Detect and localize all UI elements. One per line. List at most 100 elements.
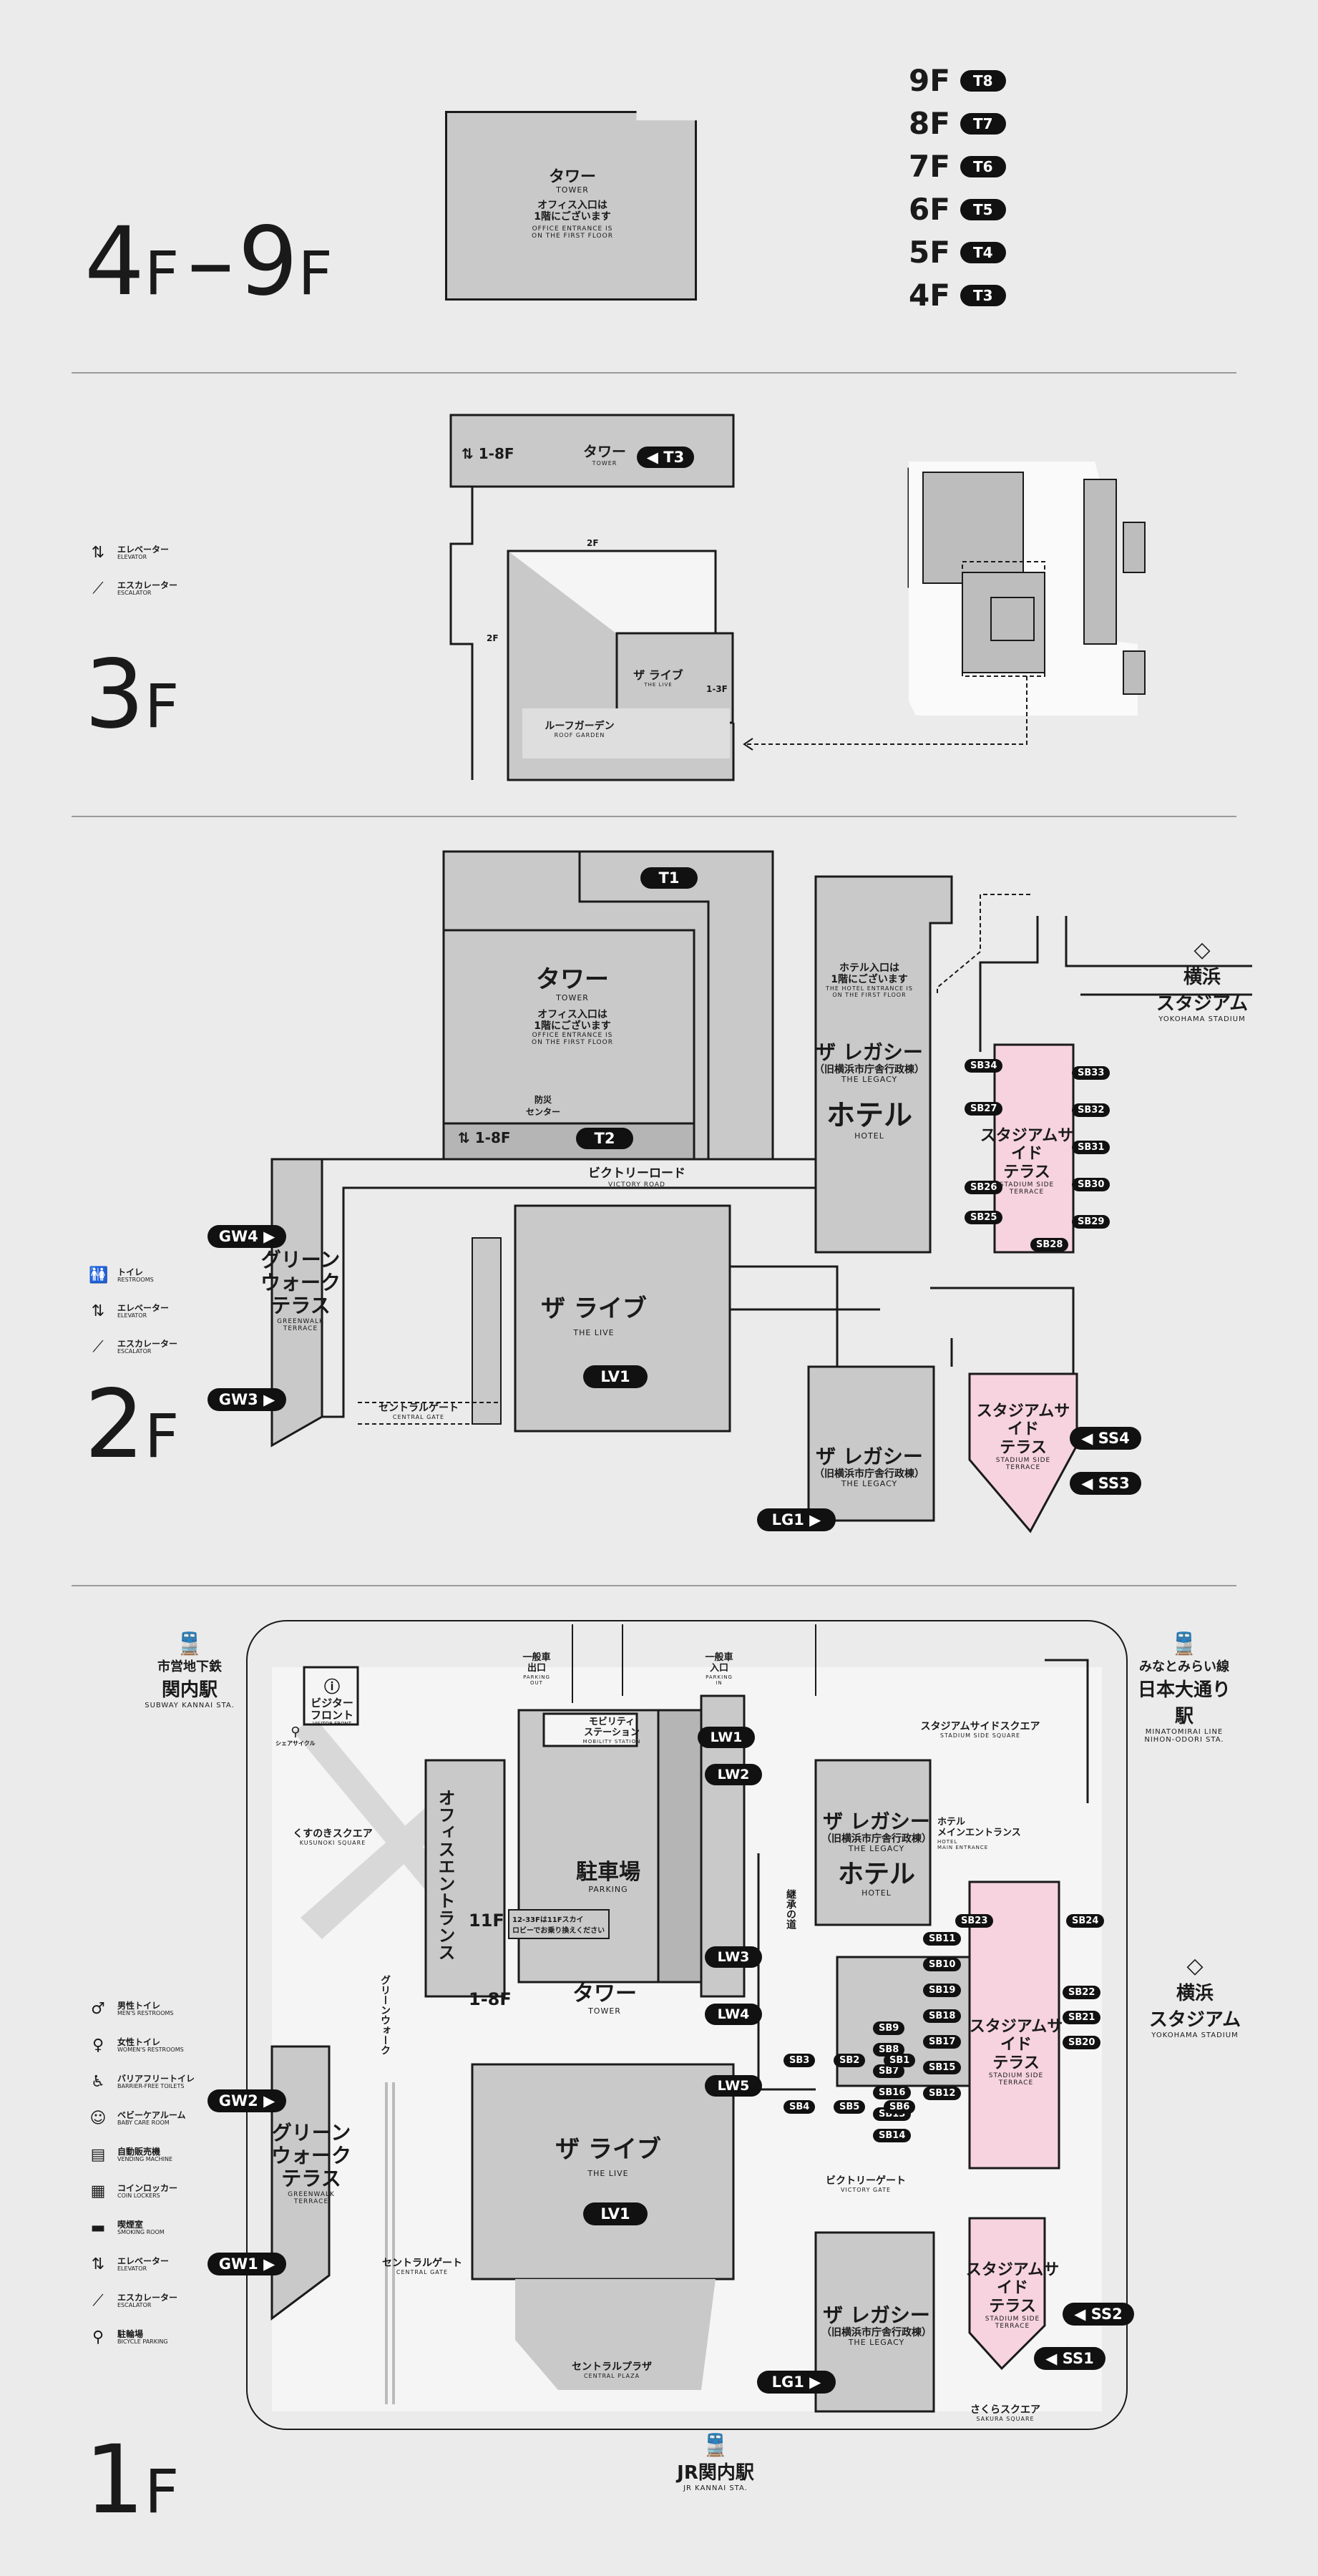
sb-tag[interactable]: SB32 <box>1072 1103 1110 1117</box>
level-tag[interactable]: T8 <box>960 69 1006 92</box>
f2-victory-en: VICTORY ROAD <box>608 1181 665 1189</box>
lw-tag[interactable]: LW1 <box>698 1727 755 1748</box>
visitor-front[interactable]: ⓘ ビジター フロント VISITOR FRONT <box>306 1674 358 1727</box>
f2-t1-text: T1 <box>658 869 680 887</box>
f2-gw3-tag[interactable]: GW3 ▶ <box>208 1388 286 1411</box>
f2-ss4-tag[interactable]: ◀ SS4 <box>1070 1427 1141 1450</box>
sb-tag[interactable]: SB28 <box>1030 1238 1069 1252</box>
sb-tag[interactable]: SB3 <box>784 2054 816 2067</box>
sb-tag[interactable]: SB8 <box>873 2043 905 2057</box>
f3-roof-jp: ルーフガーデン <box>545 721 615 732</box>
f3-t3-tag[interactable]: ◀ T3 <box>637 447 694 468</box>
f1-lv1-tag[interactable]: LV1 <box>583 2202 648 2225</box>
lw-tag[interactable]: LW4 <box>705 2004 762 2025</box>
sb-tag[interactable]: SB29 <box>1072 1215 1110 1229</box>
visitor-en: VISITOR FRONT <box>312 1721 352 1727</box>
f1-ss2-tag[interactable]: ◀ SS2 <box>1063 2303 1134 2326</box>
legacy-walk: 継承の道 <box>784 1889 798 1929</box>
sb-tag[interactable]: SB11 <box>923 1932 962 1946</box>
sb-tag[interactable]: SB17 <box>923 2035 962 2049</box>
sb-tag[interactable]: SB22 <box>1063 1986 1101 1999</box>
f1-ss1-tag[interactable]: ◀ SS1 <box>1034 2347 1105 2370</box>
escalator-icon: ⟋ <box>92 2292 104 2310</box>
f2-stadium-en: STADIUM SIDE TERRACE <box>999 1181 1055 1196</box>
level-floor: 9F <box>909 63 950 98</box>
f3-esc-2f: 2F <box>487 633 499 643</box>
sb-tag[interactable]: SB16 <box>873 2086 912 2099</box>
f2-gw3-text: GW3 <box>218 1391 258 1408</box>
sb-tag[interactable]: SB7 <box>873 2064 905 2078</box>
sb-tag[interactable]: SB34 <box>965 1059 1003 1073</box>
sb-tag[interactable]: SB21 <box>1063 2011 1101 2024</box>
f2-tower-label: タワー TOWER オフィス入口は 1階にございます OFFICE ENTRAN… <box>494 965 651 1047</box>
sb-tag[interactable]: SB5 <box>834 2100 866 2114</box>
f2-tower-jp: タワー <box>536 965 609 994</box>
level-tag[interactable]: T4 <box>960 241 1006 263</box>
sky-note-text: 12-33Fは11Fスカイ ロビーでお乗り換えください <box>512 1916 605 1935</box>
legend-jp: エスカレーター <box>117 2293 178 2303</box>
sb-tag[interactable]: SB12 <box>923 2087 962 2100</box>
sb-tag[interactable]: SB18 <box>923 2009 962 2023</box>
sb-tag[interactable]: SB2 <box>834 2054 866 2067</box>
f1-gw2-tag[interactable]: GW2 ▶ <box>208 2089 286 2112</box>
level-tag[interactable]: T5 <box>960 198 1006 220</box>
f1-lg1-tag[interactable]: LG1 ▶ <box>757 2371 836 2394</box>
level-tag[interactable]: T3 <box>960 284 1006 306</box>
f3-tower-en: TOWER <box>592 460 617 467</box>
sb-tag[interactable]: SB4 <box>784 2100 816 2114</box>
central-plaza-jp: セントラルプラザ <box>572 2361 652 2373</box>
sb-tag[interactable]: SB9 <box>873 2021 905 2035</box>
lw-tag[interactable]: LW5 <box>705 2075 762 2097</box>
sb-tag[interactable]: SB20 <box>1063 2036 1101 2049</box>
divider-2 <box>72 816 1236 817</box>
office-entrance-label: オフィスエントランス <box>433 1789 458 1961</box>
f2-t1-tag[interactable]: T1 <box>640 867 698 889</box>
sb-tag[interactable]: SB24 <box>1066 1914 1105 1928</box>
f2-ss4-text: SS4 <box>1098 1430 1130 1447</box>
sb-tag[interactable]: SB31 <box>1072 1141 1110 1154</box>
jr-jp: JR関内駅 <box>677 2462 754 2484</box>
f1-hotel-jp: ホテル <box>837 1859 915 1889</box>
sb-tag[interactable]: SB6 <box>884 2100 916 2114</box>
level-tag[interactable]: T7 <box>960 112 1006 135</box>
f2-lv1-tag[interactable]: LV1 <box>583 1365 648 1388</box>
f3-stair-text: 2F <box>587 538 599 548</box>
f2-ss3-tag[interactable]: ◀ SS3 <box>1070 1472 1141 1495</box>
f2-lg1-tag[interactable]: LG1 ▶ <box>757 1508 836 1531</box>
tower-upper-block[interactable] <box>445 111 697 301</box>
f1-stadium-jp-2: スタジアムサイド テラス <box>965 2261 1060 2316</box>
f1-gw1-tag[interactable]: GW1 ▶ <box>208 2253 286 2275</box>
f2-stadium-terrace-upper: スタジアムサイド テラス STADIUM SIDE TERRACE <box>977 1127 1077 1196</box>
sb-tag[interactable]: SB10 <box>923 1958 962 1971</box>
lw-tag[interactable]: LW2 <box>705 1764 762 1785</box>
stadium-icon: ◇ <box>1193 937 1211 962</box>
sb-tag[interactable]: SB33 <box>1072 1066 1110 1080</box>
f1-legacy-hotel: ザ レガシー （旧横浜市庁舎行政棟） THE LEGACY ホテル HOTEL <box>816 1810 937 1898</box>
sb-tag[interactable]: SB14 <box>873 2129 912 2142</box>
sb-tag[interactable]: SB1 <box>884 2054 916 2067</box>
sb-tag[interactable]: SB27 <box>965 1102 1003 1116</box>
sb-tag[interactable]: SB19 <box>923 1984 962 1997</box>
sb-tag[interactable]: SB30 <box>1072 1178 1110 1191</box>
level-tag[interactable]: T6 <box>960 155 1006 177</box>
hotel-main-jp: ホテル メインエントランス <box>937 1817 1021 1838</box>
f2-gw4-tag[interactable]: GW4 ▶ <box>208 1225 286 1248</box>
sb-tag[interactable]: SB26 <box>965 1181 1003 1194</box>
f2-victory-jp: ビクトリーロード <box>588 1166 685 1181</box>
f2-legacy-lower-en: THE LEGACY <box>841 1479 898 1489</box>
sb-tag[interactable]: SB15 <box>923 2061 962 2074</box>
sb-tag[interactable]: SB23 <box>955 1914 994 1928</box>
legend-jp: エレベーター <box>117 545 170 555</box>
f1-ss1-text: SS1 <box>1062 2350 1094 2367</box>
greenwalk-jp: グリーンウォーク <box>379 1975 391 2055</box>
lw-tag[interactable]: LW3 <box>705 1946 762 1968</box>
f2-t2-tag[interactable]: T2 <box>576 1128 633 1149</box>
f1-live-label: ザ ライブ THE LIVE <box>544 2135 673 2179</box>
f1-greenwalk-terrace: グリーン ウォーク テラス GREENWALK TERRACE <box>268 2121 354 2205</box>
sb-tag[interactable]: SB25 <box>965 1211 1003 1224</box>
parking-label: 駐車場 PARKING <box>558 1860 658 1894</box>
